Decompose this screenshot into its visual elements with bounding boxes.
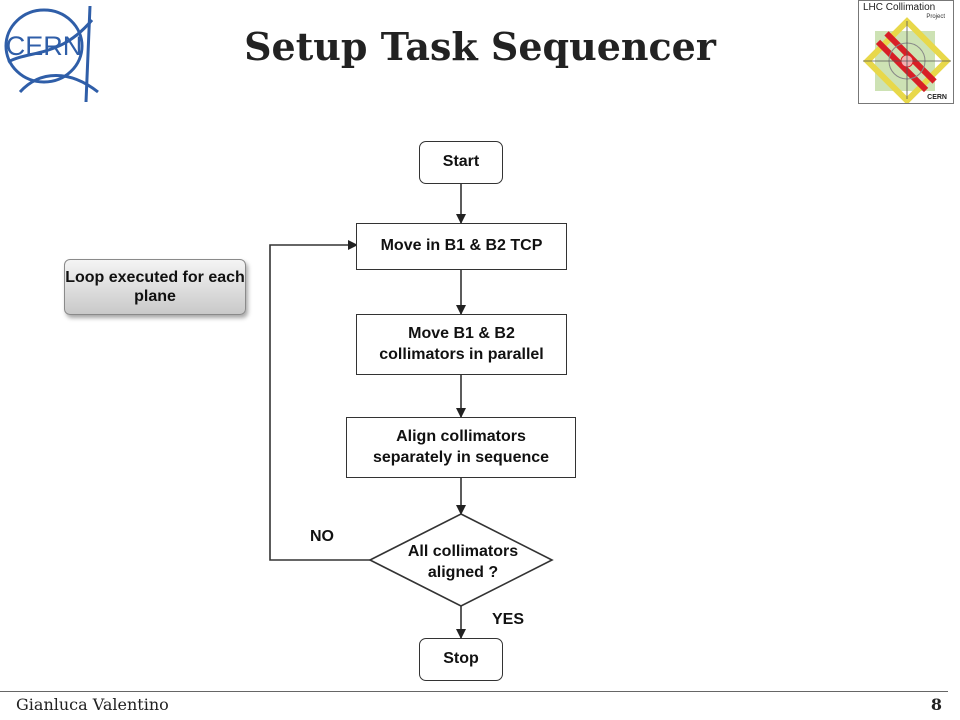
lhc-logo-emblem-icon bbox=[863, 17, 951, 103]
start-node: Start bbox=[419, 141, 503, 184]
decision-label: All collimators aligned ? bbox=[407, 543, 519, 581]
branch-no-label: NO bbox=[310, 528, 334, 545]
arrow-loop-back bbox=[269, 240, 370, 561]
step-move-tcp: Move in B1 & B2 TCP bbox=[356, 223, 567, 270]
step-align: Align collimators separately in sequence bbox=[346, 417, 576, 478]
lhc-collimation-logo: LHC Collimation Project CERN bbox=[858, 0, 954, 104]
step-move-parallel: Move B1 & B2 collimators in parallel bbox=[356, 314, 567, 375]
lhc-logo-cern: CERN bbox=[927, 94, 947, 101]
branch-yes-label: YES bbox=[492, 611, 525, 628]
decision-diamond bbox=[368, 513, 554, 607]
lhc-logo-title: LHC Collimation bbox=[863, 2, 936, 13]
stop-node: Stop bbox=[419, 638, 503, 681]
footer-divider bbox=[0, 691, 948, 692]
cern-logo: CERN bbox=[4, 5, 99, 103]
page-title: Setup Task Sequencer bbox=[244, 24, 716, 69]
loop-note: Loop executed for each plane bbox=[64, 259, 246, 315]
footer-author: Gianluca Valentino bbox=[16, 695, 169, 714]
lhc-logo-project: Project bbox=[926, 14, 945, 20]
page-number: 8 bbox=[930, 695, 942, 714]
cern-logo-text: CERN bbox=[6, 31, 83, 61]
